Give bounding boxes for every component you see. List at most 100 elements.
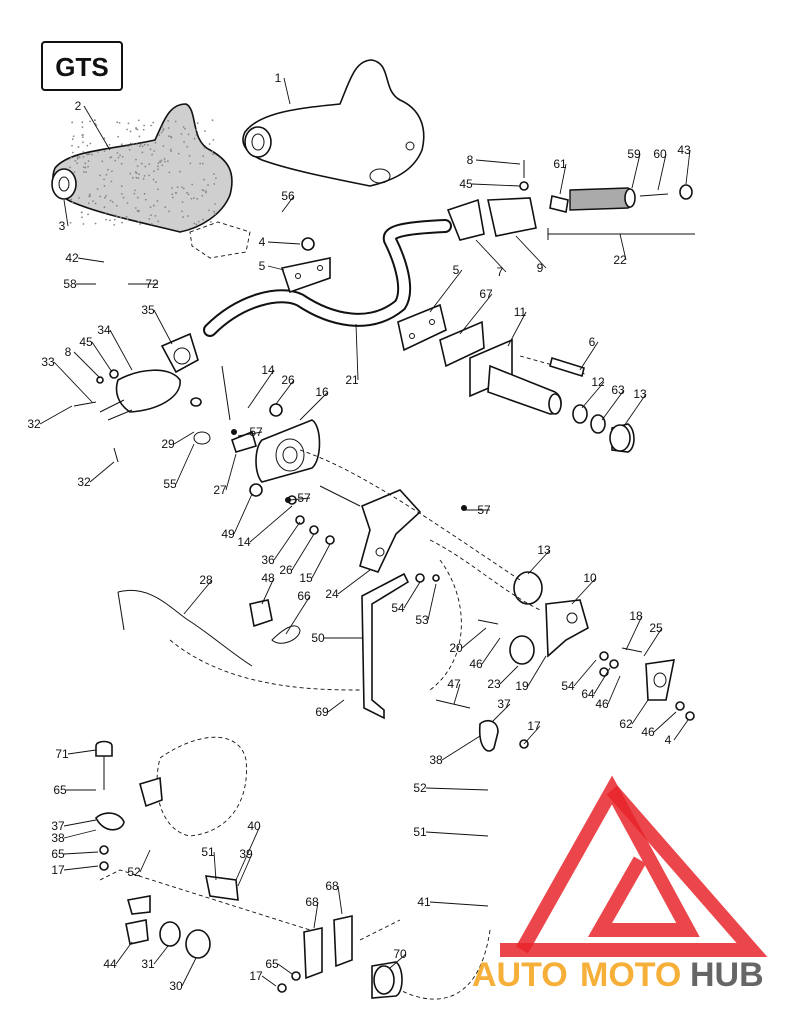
texture-dot xyxy=(212,138,215,141)
texture-dot xyxy=(121,221,123,224)
texture-dot xyxy=(140,162,143,165)
texture-dot xyxy=(82,223,85,225)
texture-dot xyxy=(103,178,105,181)
watermark-word-moto: MOTO xyxy=(580,956,681,994)
callout-number: 27 xyxy=(213,483,227,497)
callout-number: 58 xyxy=(63,277,77,291)
texture-dot xyxy=(82,156,85,158)
steering-arm xyxy=(319,485,422,573)
texture-dot xyxy=(196,197,199,200)
texture-dot xyxy=(141,151,144,154)
callout-number: 46 xyxy=(469,657,483,671)
texture-dot xyxy=(104,211,107,214)
texture-dot xyxy=(201,162,204,165)
texture-dot xyxy=(168,210,170,213)
texture-dot xyxy=(89,120,91,123)
texture-dot xyxy=(76,156,79,158)
handlebar-cover xyxy=(242,59,425,187)
model-badge-text: GTS xyxy=(55,52,108,82)
callout-number: 68 xyxy=(325,879,339,893)
texture-dot xyxy=(171,187,174,189)
control-cable-lower xyxy=(95,740,263,909)
texture-dot xyxy=(109,199,112,202)
texture-dot xyxy=(186,145,189,148)
leader-line xyxy=(63,829,97,839)
leader-line xyxy=(213,851,217,881)
texture-dot xyxy=(182,126,185,128)
watermark-word-hub: HUB xyxy=(690,956,764,994)
callout-number: 19 xyxy=(515,679,529,693)
callout-number: 10 xyxy=(583,571,597,585)
leader-line xyxy=(173,431,195,445)
texture-dot xyxy=(142,128,145,131)
leader-line xyxy=(83,105,111,151)
texture-dot xyxy=(122,196,125,199)
texture-dot xyxy=(178,170,181,173)
texture-dot xyxy=(78,196,80,199)
texture-dot xyxy=(148,163,151,166)
texture-dot xyxy=(157,188,159,191)
texture-dot xyxy=(128,148,131,151)
leader-line xyxy=(77,257,105,263)
leader-line xyxy=(311,543,331,579)
texture-dot xyxy=(204,191,207,194)
leader-line xyxy=(643,627,663,657)
texture-dot xyxy=(180,132,183,135)
texture-dot xyxy=(120,185,123,188)
texture-dot xyxy=(87,160,90,162)
callout-number: 54 xyxy=(561,679,575,693)
texture-dot xyxy=(153,150,156,152)
leader-line xyxy=(607,675,621,705)
texture-dot xyxy=(213,173,215,175)
texture-dot xyxy=(81,216,83,219)
texture-dot xyxy=(137,119,140,122)
callout-number: 54 xyxy=(391,601,405,615)
leader-line xyxy=(299,391,329,421)
texture-dot xyxy=(126,128,128,131)
leader-line xyxy=(425,831,489,837)
texture-dot xyxy=(174,191,177,194)
texture-dot xyxy=(208,209,210,212)
callout-number: 39 xyxy=(239,847,253,861)
texture-dot xyxy=(76,157,79,160)
callout-number: 52 xyxy=(127,865,141,879)
leader-line xyxy=(579,341,599,371)
texture-dot xyxy=(138,145,141,148)
leader-line xyxy=(39,405,73,425)
grip-assembly xyxy=(446,160,695,241)
callout-number: 63 xyxy=(611,383,625,397)
texture-dot xyxy=(113,223,116,226)
texture-dot xyxy=(156,165,159,168)
texture-dot xyxy=(147,144,149,146)
texture-dot xyxy=(186,191,188,194)
texture-dot xyxy=(156,200,159,202)
callout-number: 25 xyxy=(649,621,663,635)
leader-line xyxy=(653,711,677,733)
texture-dot xyxy=(213,210,216,213)
texture-dot xyxy=(203,178,206,181)
texture-dot xyxy=(108,143,111,146)
texture-dot xyxy=(111,170,113,173)
connection-lines xyxy=(169,449,541,691)
lower-parts xyxy=(99,869,403,999)
bracket-50 xyxy=(361,572,410,720)
leader-line xyxy=(425,787,489,791)
leader-line xyxy=(571,577,597,605)
texture-dot xyxy=(160,159,163,162)
texture-dot xyxy=(190,197,193,200)
callout-number: 60 xyxy=(653,147,667,161)
texture-dot xyxy=(115,204,118,207)
texture-dot xyxy=(158,160,161,163)
leader-line xyxy=(289,497,311,501)
callout-number: 23 xyxy=(487,677,501,691)
texture-dot xyxy=(211,119,214,122)
callout-number: 6 xyxy=(589,335,596,349)
texture-dot xyxy=(97,151,99,153)
texture-dot xyxy=(94,119,96,122)
callout-number: 53 xyxy=(415,613,429,627)
texture-dot xyxy=(82,171,85,173)
callout-number: 51 xyxy=(201,845,215,859)
texture-dot xyxy=(69,166,71,169)
callout-number: 41 xyxy=(417,895,431,909)
texture-dot xyxy=(135,128,138,130)
